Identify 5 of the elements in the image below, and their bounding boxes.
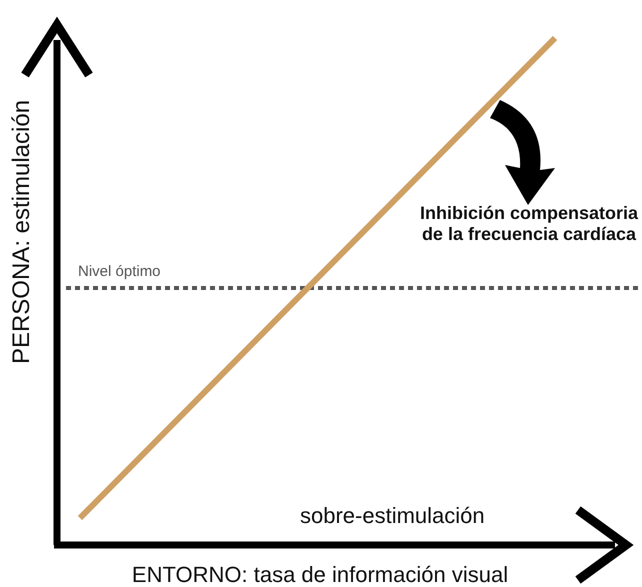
level-label: Nivel óptimo: [78, 263, 161, 280]
axis-title: PERSONA: estimulación: [8, 100, 36, 364]
annotation-text: Inhibición compensatoria de la frecuencia cardíaca: [418, 203, 640, 246]
axis-title: ENTORNO: tasa de información visual: [132, 562, 508, 587]
region-label: sobre-estimulación: [300, 503, 485, 529]
